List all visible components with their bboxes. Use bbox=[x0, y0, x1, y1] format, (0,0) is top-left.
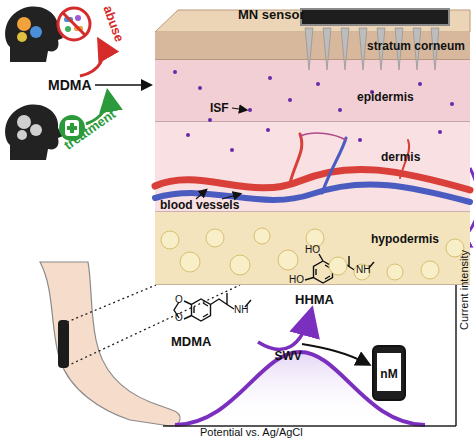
part-label: blood vessels bbox=[160, 198, 239, 212]
peak-fill bbox=[175, 352, 425, 425]
atom-label: HO bbox=[289, 274, 304, 285]
head-icon bbox=[5, 105, 63, 160]
skin-layer: epidermis bbox=[155, 60, 470, 122]
molecule-name: HHMA bbox=[295, 292, 334, 307]
arm bbox=[40, 262, 180, 426]
node-text: nM bbox=[374, 367, 404, 381]
leader-line bbox=[67, 285, 240, 366]
node-text: epidermis bbox=[357, 90, 414, 104]
leader-line bbox=[67, 285, 156, 322]
reaction-arrow bbox=[258, 312, 311, 349]
abuse-arrow bbox=[80, 42, 103, 76]
atom-label: O bbox=[175, 294, 183, 305]
sensor-electrode bbox=[300, 8, 450, 26]
atom-label: HO bbox=[305, 244, 320, 255]
node-text: stratum corneum bbox=[367, 39, 465, 53]
edge-label: SWV bbox=[275, 349, 302, 363]
phone: nM bbox=[372, 345, 406, 401]
molecule-name: MDMA bbox=[171, 334, 211, 349]
swv-peak bbox=[175, 352, 425, 425]
head-icon bbox=[5, 7, 63, 62]
part-label: ISF bbox=[210, 101, 229, 115]
atom-label: NH bbox=[356, 264, 370, 275]
prohibition-sign bbox=[58, 8, 90, 40]
axis-label: Potential vs. Ag/AgCl bbox=[200, 426, 303, 438]
sensor-patch: MN sensor bbox=[238, 2, 460, 28]
node-text: hypodermis bbox=[371, 232, 439, 246]
atom-label: NH bbox=[234, 304, 248, 315]
skin-layer: stratum corneum bbox=[155, 32, 470, 60]
atom-label: O bbox=[175, 312, 183, 323]
arm-sensor bbox=[58, 320, 69, 368]
compound-label: MDMA bbox=[48, 77, 92, 93]
entry-arrow bbox=[95, 84, 150, 86]
readout-arrow bbox=[302, 344, 368, 364]
node-text: dermis bbox=[381, 150, 420, 164]
arrow-label: abuse bbox=[100, 3, 127, 43]
axis-label: Current intensity bbox=[458, 240, 470, 340]
node-text: MN sensor bbox=[238, 7, 304, 22]
